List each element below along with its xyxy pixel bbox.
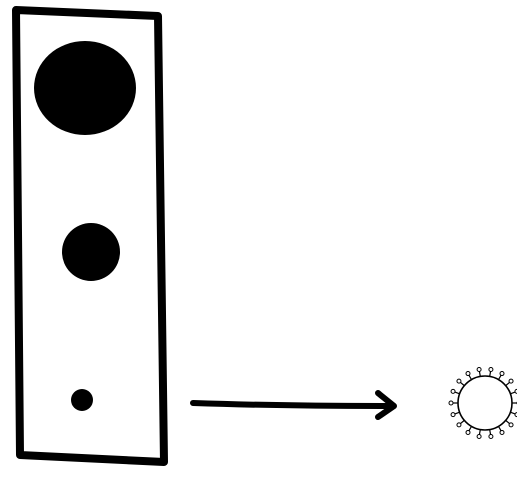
virus-spike: [479, 371, 480, 376]
virus-spike-knob: [509, 379, 513, 383]
virus-spike: [460, 420, 464, 423]
virus-spike: [455, 392, 460, 394]
virus-spike: [506, 420, 510, 423]
virus-spike-knob: [489, 368, 493, 372]
small-spot: [71, 389, 93, 411]
virus-spike-knob: [509, 423, 513, 427]
virus-envelope: [458, 376, 512, 430]
virus-spike-knob: [457, 423, 461, 427]
virus-spike: [460, 382, 464, 385]
virus-spike-knob: [449, 401, 453, 405]
virus-spike: [499, 426, 502, 430]
virus-spike: [479, 430, 480, 435]
virus-spike: [499, 375, 502, 379]
virus-spike: [455, 412, 460, 414]
virus-spike-knob: [466, 430, 470, 434]
medium-spot: [62, 223, 120, 281]
virus-spike-knob: [500, 430, 504, 434]
virus-spike-knob: [466, 372, 470, 376]
right-arrow-icon: [193, 393, 394, 417]
virus-spike-knob: [451, 413, 455, 417]
virus-spike: [469, 375, 472, 379]
virus-spike: [506, 382, 510, 385]
virus-spike-knob: [500, 372, 504, 376]
virus-spike-knob: [477, 368, 481, 372]
virus-spike: [490, 430, 491, 435]
virus-spike-knob: [451, 389, 455, 393]
virus-spike-knob: [489, 434, 493, 438]
virus-spike-knob: [457, 379, 461, 383]
virus-spike-knob: [477, 434, 481, 438]
virus-spike: [510, 392, 515, 394]
virus-spike: [510, 412, 515, 414]
virus-particle-icon: [449, 368, 517, 439]
virus-spike: [469, 426, 472, 430]
virus-spike: [490, 371, 491, 376]
large-spot: [34, 41, 136, 135]
